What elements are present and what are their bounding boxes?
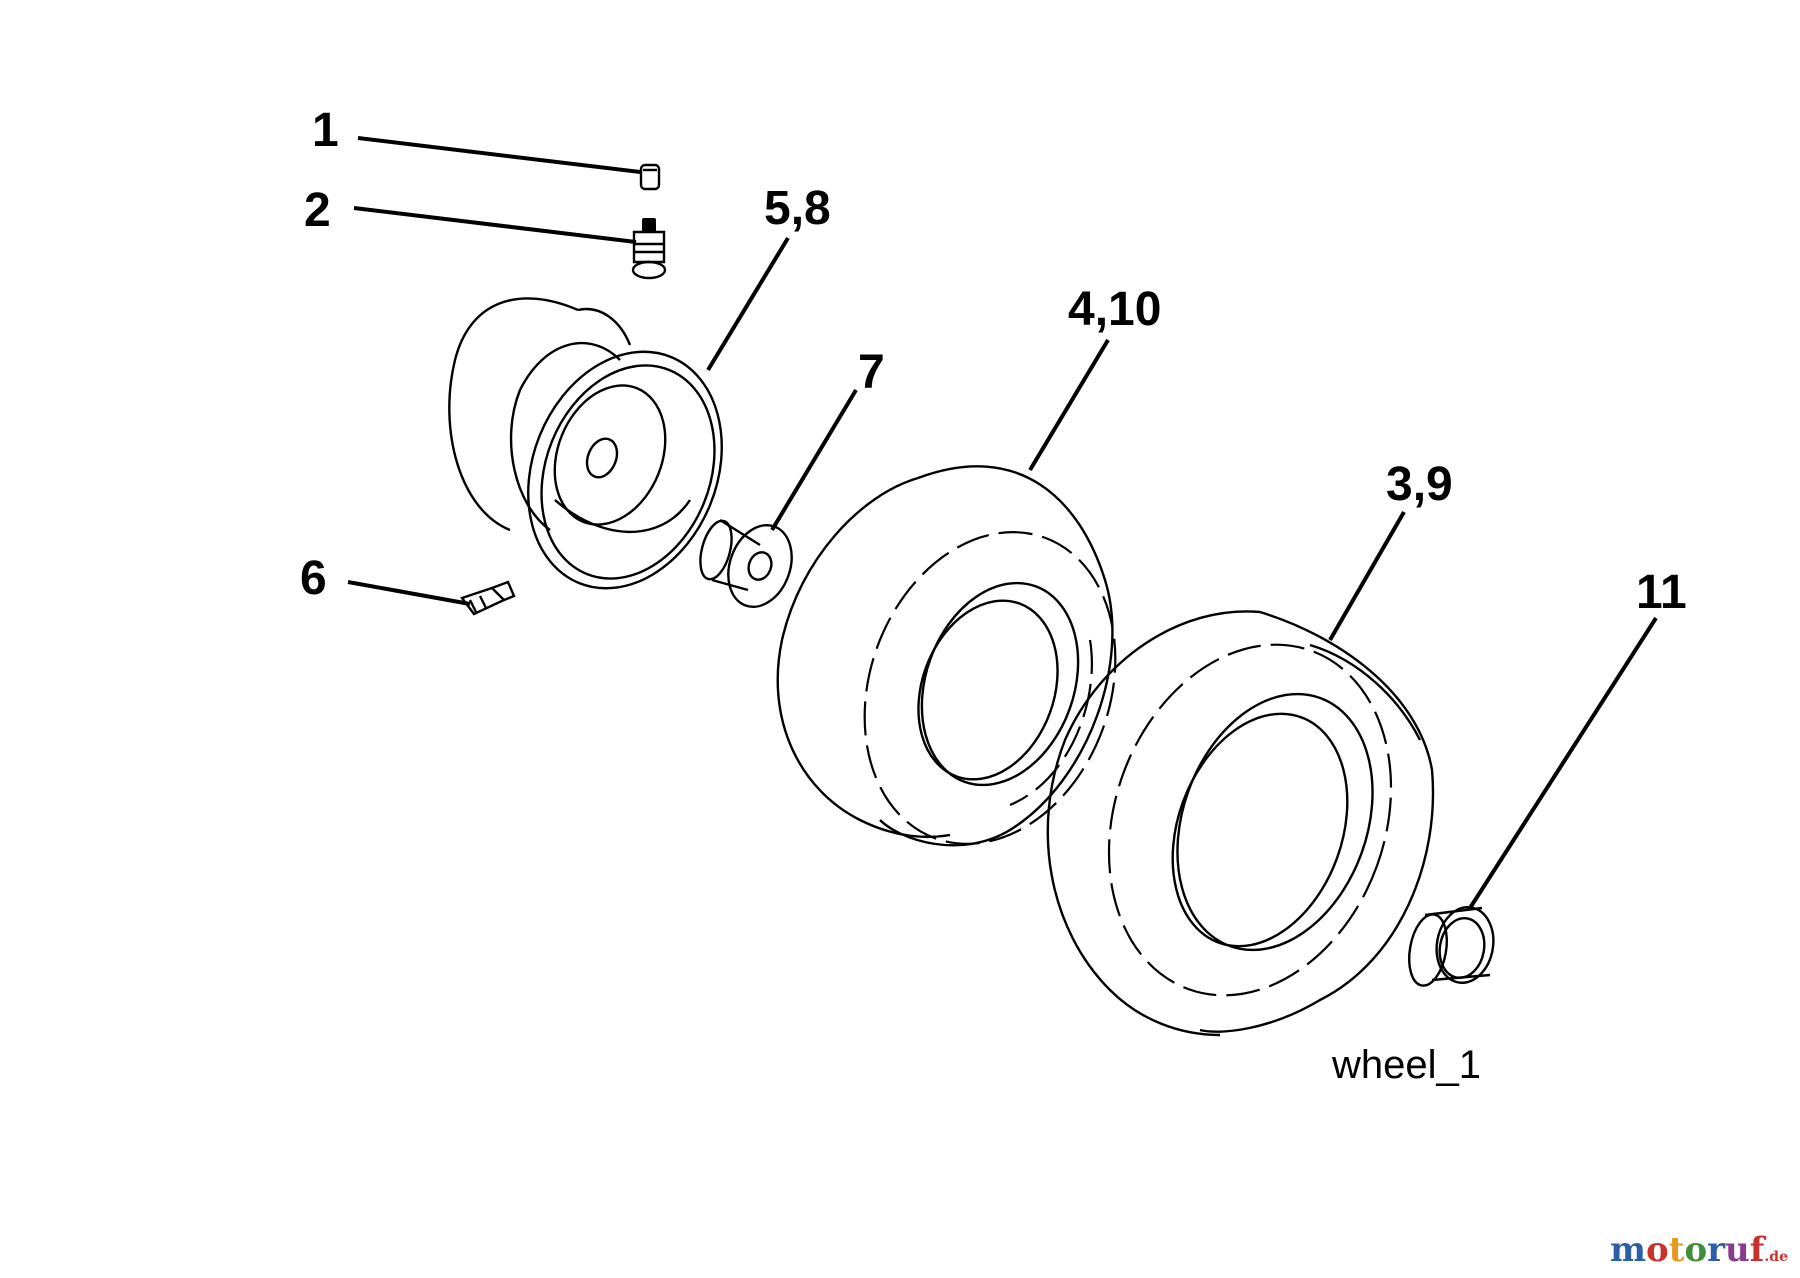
watermark-letter: t — [1668, 1230, 1685, 1270]
leader-2 — [353, 206, 637, 244]
callout-6: 6 — [300, 552, 327, 605]
callout-2: 2 — [304, 184, 331, 237]
diagram-caption: wheel_1 — [1331, 1043, 1481, 1087]
watermark-logo: motoruf.de — [1610, 1230, 1788, 1270]
watermark-letter: m — [1610, 1230, 1647, 1270]
hub-cap-part — [1408, 906, 1495, 987]
watermark-letter: u — [1725, 1230, 1750, 1270]
callout-4-10: 4,10 — [1068, 283, 1161, 336]
watermark-letter: o — [1684, 1230, 1708, 1270]
valve-cap-part — [639, 163, 661, 191]
callout-3-9: 3,9 — [1386, 458, 1453, 511]
watermark-letter: o — [1646, 1230, 1669, 1270]
rim-part — [448, 297, 723, 590]
valve-stem-part — [631, 218, 667, 280]
watermark-letter: r — [1707, 1230, 1726, 1270]
leader-410 — [1028, 338, 1110, 472]
callout-5-8: 5,8 — [764, 182, 831, 235]
watermark-suffix: .de — [1764, 1249, 1788, 1265]
leader-39 — [1328, 510, 1406, 642]
tire-front-part — [776, 465, 1117, 847]
leader-11 — [1468, 616, 1658, 910]
leader-7 — [770, 388, 858, 532]
watermark-letter: f — [1749, 1230, 1765, 1270]
tire-rear-part — [1046, 610, 1435, 1037]
callout-7: 7 — [858, 346, 885, 399]
bolt-part — [460, 580, 516, 616]
leader-1 — [357, 136, 641, 174]
callout-1: 1 — [312, 104, 339, 157]
bushing-part — [699, 518, 793, 608]
callout-11: 11 — [1636, 566, 1687, 619]
leader-58 — [706, 236, 790, 372]
leader-6 — [347, 580, 471, 606]
